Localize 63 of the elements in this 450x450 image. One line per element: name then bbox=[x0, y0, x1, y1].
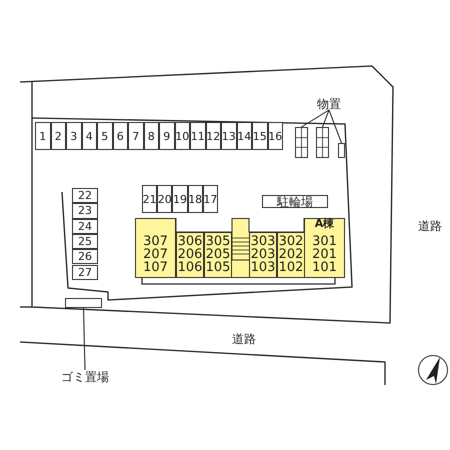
apartment-unit bbox=[277, 232, 305, 278]
unit-number: 303 bbox=[250, 235, 276, 248]
road-label: 道路 bbox=[232, 331, 256, 348]
unit-number: 305 bbox=[206, 235, 230, 248]
parking-space: 24 bbox=[72, 218, 98, 234]
parking-space: 21 bbox=[142, 185, 158, 213]
storage-label: 物置 bbox=[318, 98, 340, 110]
parking-space: 3 bbox=[66, 122, 82, 150]
road-label: 道路 bbox=[418, 218, 442, 235]
unit-number: 201 bbox=[312, 248, 337, 261]
parking-space: 23 bbox=[72, 203, 98, 219]
unit-number: 202 bbox=[278, 248, 304, 261]
apartment-unit bbox=[176, 232, 204, 278]
unit-number: 105 bbox=[206, 261, 230, 274]
parking-space: 17 bbox=[202, 185, 218, 213]
parking-space: 20 bbox=[157, 185, 172, 213]
leader-line bbox=[328, 110, 342, 144]
parking-space: 7 bbox=[128, 122, 144, 150]
parking-space: 15 bbox=[252, 122, 268, 150]
unit-number: 306 bbox=[178, 235, 202, 248]
parking-space: 8 bbox=[144, 122, 159, 150]
unit-number: 102 bbox=[278, 261, 304, 274]
leader-line bbox=[322, 110, 330, 128]
building-label: A棟 bbox=[314, 218, 334, 229]
parking-space: 27 bbox=[72, 264, 98, 280]
parking-space: 22 bbox=[72, 188, 98, 204]
unit-number: 206 bbox=[178, 248, 202, 261]
leader-line bbox=[301, 110, 330, 128]
unit-number: 302 bbox=[278, 235, 304, 248]
parking-space: 11 bbox=[190, 122, 206, 150]
shed-box bbox=[338, 143, 345, 158]
parking-space: 14 bbox=[236, 122, 252, 150]
unit-number: 301 bbox=[312, 235, 337, 248]
unit-number: 205 bbox=[206, 248, 230, 261]
parking-space: 1 bbox=[35, 122, 50, 150]
parking-space: 4 bbox=[82, 122, 97, 150]
parking-space: 10 bbox=[174, 122, 190, 150]
unit-number: 203 bbox=[250, 248, 276, 261]
parking-space: 19 bbox=[172, 185, 188, 213]
parking-space: 9 bbox=[159, 122, 174, 150]
bicycle-parking-box: 駐輪場 bbox=[262, 195, 328, 208]
shed-box bbox=[316, 127, 329, 158]
garbage-area-label: ゴミ置場 bbox=[60, 370, 110, 384]
unit-number: 207 bbox=[143, 248, 168, 261]
unit-number: 107 bbox=[143, 261, 168, 274]
parking-space: 13 bbox=[221, 122, 236, 150]
unit-number: 307 bbox=[143, 235, 168, 248]
shed-box bbox=[295, 127, 308, 158]
unit-number: 106 bbox=[178, 261, 202, 274]
leader-line bbox=[83, 308, 86, 370]
parking-space: 18 bbox=[188, 185, 203, 213]
parking-space: 25 bbox=[72, 234, 98, 250]
parking-space: 5 bbox=[97, 122, 112, 150]
parking-space: 16 bbox=[268, 122, 283, 150]
apartment-unit bbox=[204, 232, 232, 278]
parking-space: 26 bbox=[72, 249, 98, 264]
parking-space: 2 bbox=[50, 122, 66, 150]
unit-number: 101 bbox=[312, 261, 337, 274]
garbage-box bbox=[65, 298, 102, 308]
parking-space: 12 bbox=[206, 122, 221, 150]
apartment-unit bbox=[249, 232, 277, 278]
parking-space: 6 bbox=[112, 122, 128, 150]
unit-number: 103 bbox=[250, 261, 276, 274]
